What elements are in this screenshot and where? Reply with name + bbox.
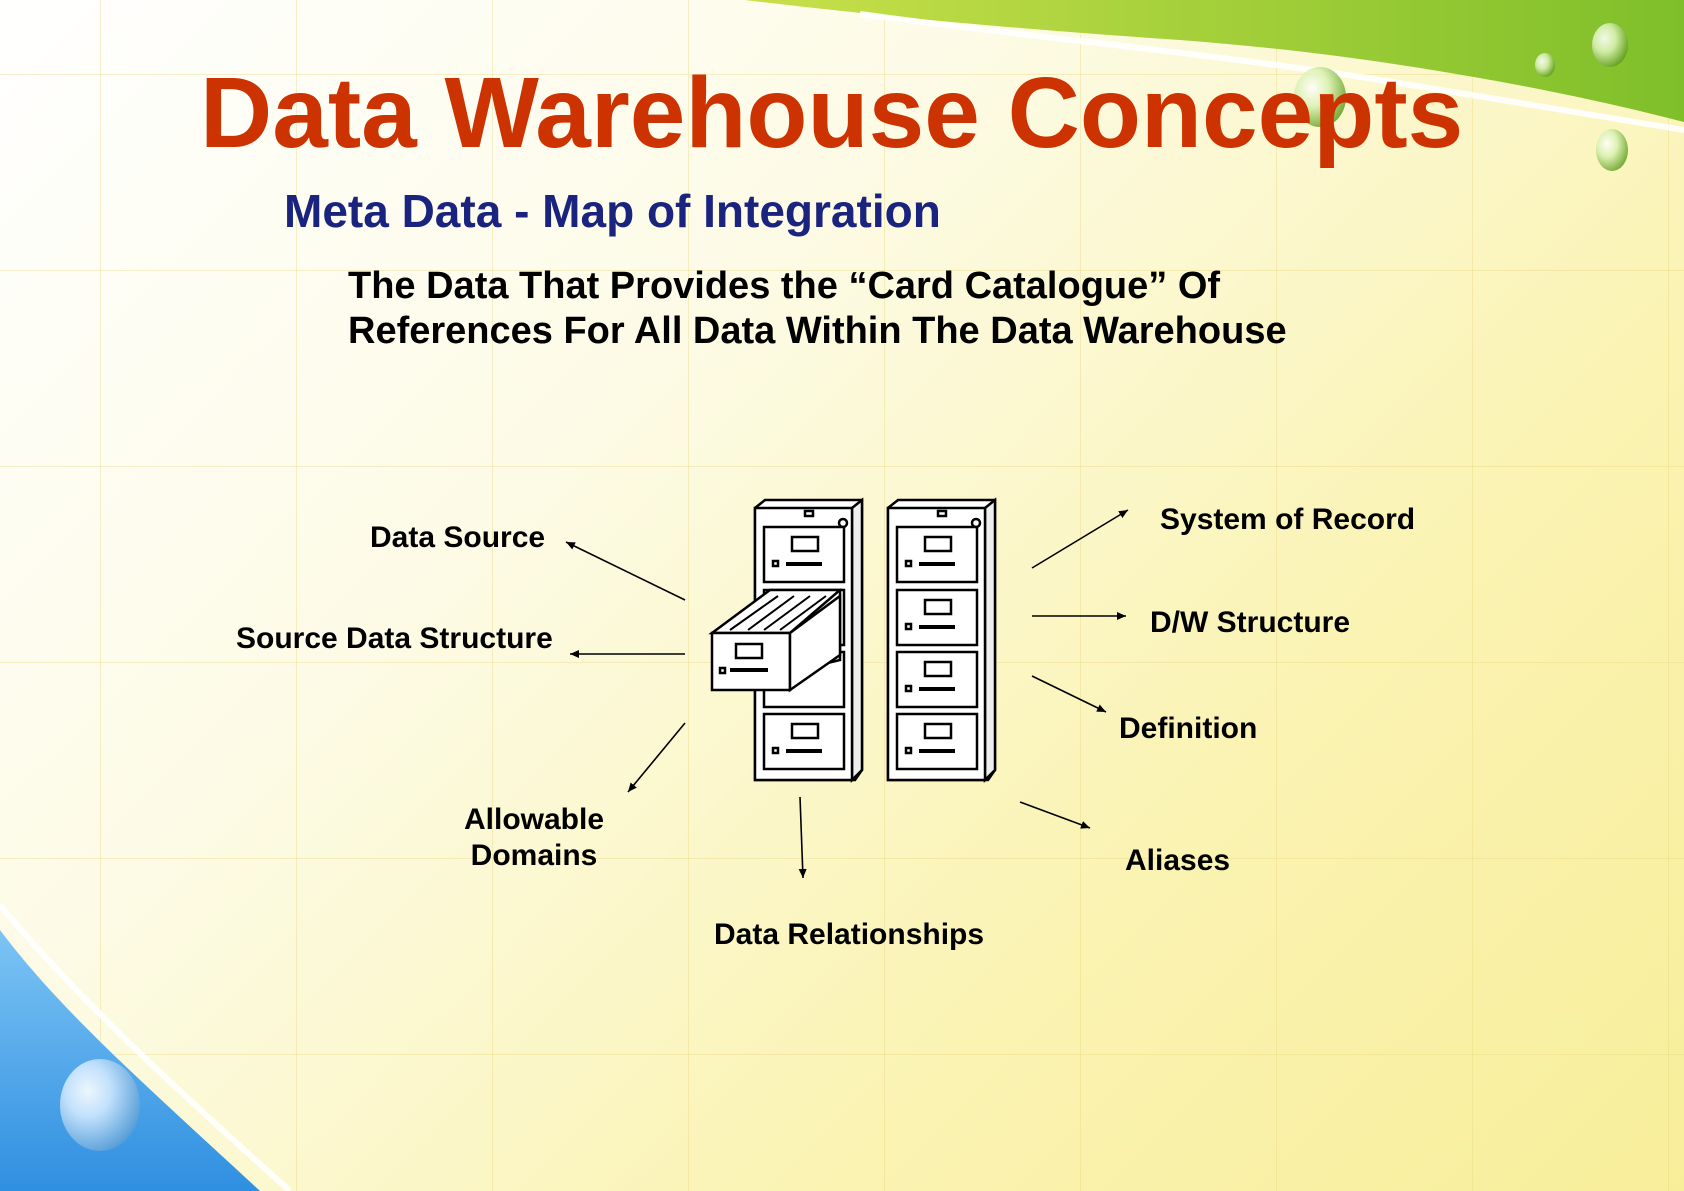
label-source-data-structure: Source Data Structure bbox=[236, 622, 553, 655]
arrow-definition bbox=[1031, 675, 1107, 713]
label-aliases: Aliases bbox=[1125, 844, 1231, 877]
arrow-system-of-record bbox=[1031, 509, 1129, 569]
arrow-data-source bbox=[565, 541, 686, 601]
label-data-source: Data Source bbox=[370, 521, 546, 554]
label-dw-structure: D/W Structure bbox=[1150, 606, 1351, 639]
slide-description: The Data That Provides the “Card Catalog… bbox=[348, 264, 1287, 354]
arrow-data-relationships bbox=[798, 796, 807, 879]
label-system-of-record: System of Record bbox=[1160, 503, 1416, 536]
filing-cabinet-icon bbox=[708, 497, 997, 784]
label-data-relationships: Data Relationships bbox=[714, 918, 985, 951]
description-line-2: References For All Data Within The Data … bbox=[348, 310, 1287, 352]
label-allowable-line-1: Allowable bbox=[464, 803, 605, 836]
label-definition: Definition bbox=[1119, 712, 1258, 745]
label-allowable-line-2: Domains bbox=[470, 839, 598, 872]
arrow-aliases bbox=[1019, 801, 1091, 829]
slide-title: Data Warehouse Concepts bbox=[200, 57, 1464, 169]
slide-subtitle: Meta Data - Map of Integration bbox=[284, 185, 941, 237]
arrow-allowable-domains bbox=[627, 722, 686, 793]
description-line-1: The Data That Provides the “Card Catalog… bbox=[348, 265, 1221, 307]
label-allowable-domains: Allowable Domains bbox=[464, 802, 604, 874]
